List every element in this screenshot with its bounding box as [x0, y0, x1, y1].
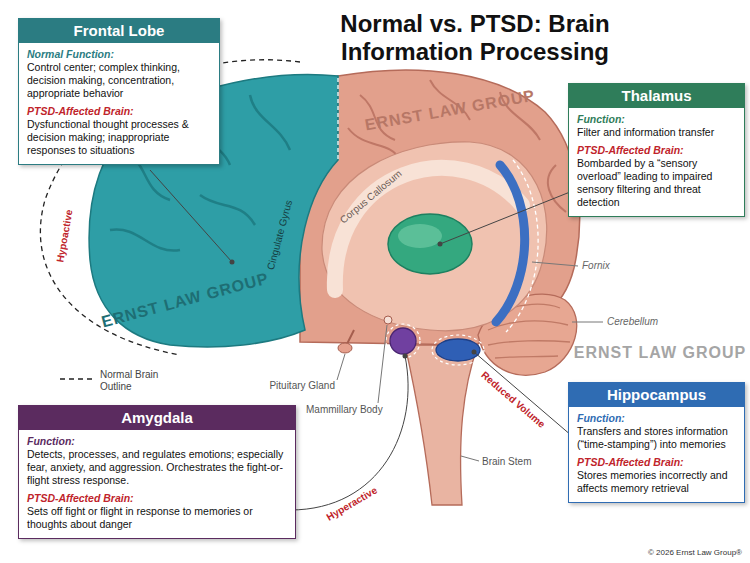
part-label: Cerebellum	[607, 316, 658, 328]
cerebellum-fold	[495, 356, 558, 358]
hippocampus-outline	[432, 335, 484, 365]
corpus-callosum	[335, 168, 522, 290]
watermark: ERNST LAW GROUP	[574, 343, 746, 362]
box-text: Sets off fight or flight in response to …	[27, 505, 287, 531]
cerebellum-fold	[488, 341, 570, 345]
brain-stem	[405, 345, 478, 505]
box-subheading: PTSD-Affected Brain:	[577, 144, 736, 157]
info-box: AmygdalaFunction:Detects, processes, and…	[18, 405, 296, 539]
box-text: Transfers and stores information (“time-…	[577, 425, 736, 451]
info-box: HippocampusFunction:Transfers and stores…	[568, 382, 745, 503]
box-subheading: Normal Function:	[27, 48, 211, 61]
pituitary-gland	[338, 343, 352, 353]
leader-line	[461, 456, 479, 461]
leader-line	[150, 170, 232, 262]
amygdala-outline	[386, 324, 420, 358]
part-label: Mammillary Body	[306, 404, 383, 416]
box-subheading: PTSD-Affected Brain:	[27, 105, 211, 118]
box-subheading: PTSD-Affected Brain:	[27, 492, 287, 505]
watermark: ERNST LAW GROUP	[99, 269, 270, 332]
frontal-border	[337, 78, 338, 160]
leader-line	[290, 356, 408, 510]
part-label: Cingulate Gyrus	[265, 199, 295, 271]
box-text: Control center; complex thinking, decisi…	[27, 61, 211, 100]
box-subheading: Function:	[27, 435, 287, 448]
part-label: Reduced Volume	[477, 368, 549, 432]
thalamus-highlight	[398, 224, 442, 248]
box-body: Function:Transfers and stores informatio…	[569, 407, 744, 502]
info-box: Frontal LobeNormal Function:Control cent…	[18, 18, 220, 165]
part-label: Hyperactive	[323, 483, 381, 524]
fornix	[496, 165, 525, 322]
box-text: Detects, processes, and regulates emotio…	[27, 448, 287, 487]
cortex	[300, 70, 580, 345]
watermark: ERNST LAW GROUP	[363, 86, 536, 135]
leader-line	[572, 322, 603, 323]
box-heading: Hippocampus	[569, 383, 744, 407]
frontal-gyrus	[200, 195, 255, 225]
box-subheading: PTSD-Affected Brain:	[577, 456, 736, 469]
amygdala	[390, 328, 416, 354]
leader-line	[337, 354, 345, 380]
box-body: Normal Function:Control center; complex …	[19, 43, 219, 164]
leader-dot	[438, 242, 443, 247]
thalamus	[388, 214, 472, 274]
part-label: Corpus Callosum	[338, 168, 404, 226]
leader-dot	[230, 260, 235, 265]
medial-section	[322, 142, 547, 331]
legend-text: Normal Brain Outline	[100, 369, 168, 393]
box-text: Stores memories incorrectly and affects …	[577, 469, 736, 495]
box-text: Filter and information transfer	[577, 126, 736, 139]
part-label: Brain Stem	[482, 456, 531, 468]
box-heading: Thalamus	[569, 84, 744, 108]
cortex-gyrus	[548, 165, 566, 212]
leader-dot	[472, 350, 477, 355]
leader-dot	[403, 354, 408, 359]
frontal-gyrus	[110, 229, 180, 250]
mammillary-body	[384, 316, 392, 324]
hippocampus	[436, 339, 480, 361]
leader-line	[532, 262, 578, 266]
info-box: ThalamusFunction:Filter and information …	[568, 83, 745, 217]
part-label: Pituitary Gland	[269, 380, 335, 392]
copyright-note: © 2026 Ernst Law Group®	[648, 548, 742, 558]
box-subheading: Function:	[577, 412, 736, 425]
box-heading: Frontal Lobe	[19, 19, 219, 43]
box-subheading: Function:	[577, 113, 736, 126]
box-text: Bombarded by a “sensory overload” leadin…	[577, 157, 736, 209]
part-label: Hypoactive	[54, 207, 76, 266]
diagram-title: Normal vs. PTSD: Brain Information Proce…	[320, 10, 630, 66]
part-label: Fornix	[582, 260, 610, 272]
fornix-outline	[506, 160, 538, 332]
frontal-gyrus	[250, 95, 290, 150]
pituitary-stalk	[347, 330, 354, 344]
box-body: Function:Filter and information transfer…	[569, 108, 744, 216]
legend-sample	[60, 378, 95, 379]
leader-line	[378, 325, 387, 403]
box-body: Function:Detects, processes, and regulat…	[19, 430, 295, 538]
box-text: Dysfunctional thought processes & decisi…	[27, 118, 211, 157]
box-heading: Amygdala	[19, 406, 295, 430]
